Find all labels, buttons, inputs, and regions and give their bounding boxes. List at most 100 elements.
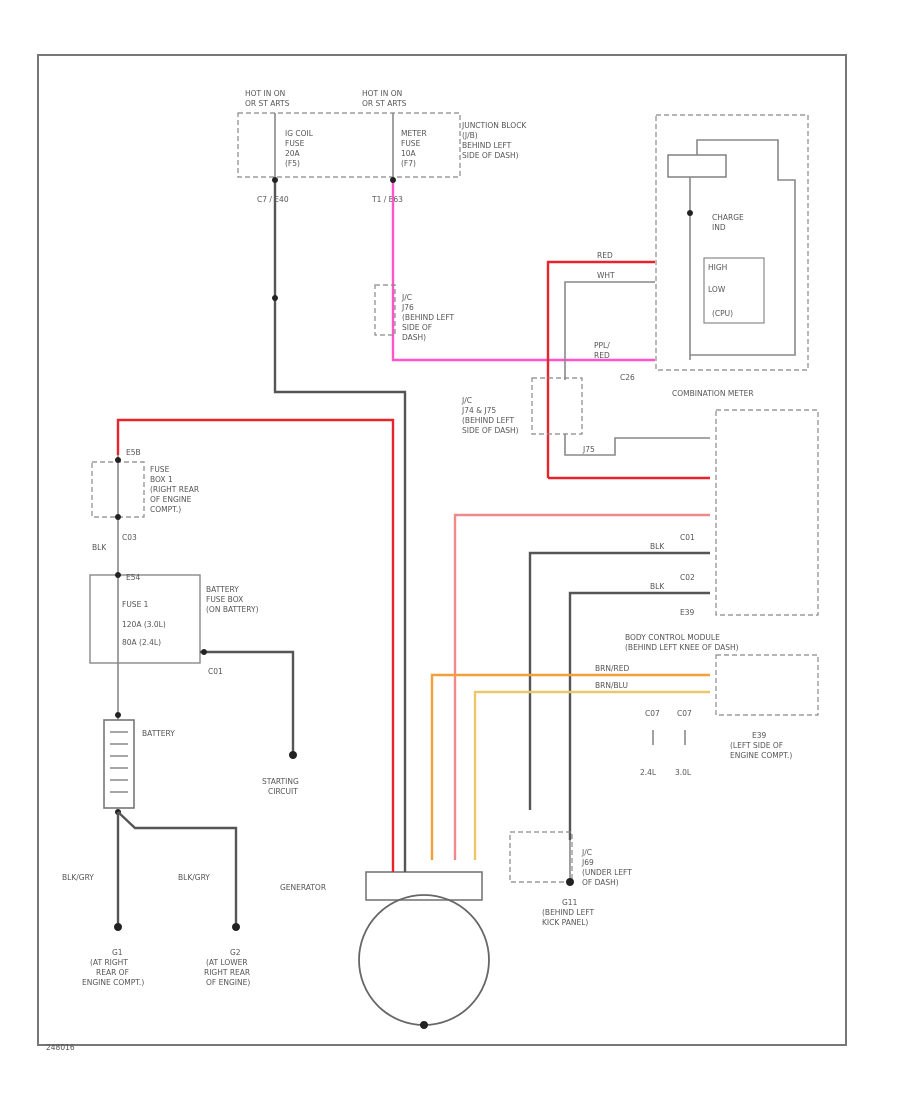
meter-cpu-box (703, 257, 765, 324)
meter-fuse-label-c: 10A (401, 149, 417, 158)
jc-j76-label-b: J76 (401, 303, 414, 312)
generator-ground-node (420, 1021, 428, 1029)
fuse1-label: FUSE 1 (122, 600, 149, 609)
blk-wire-c01 (528, 551, 710, 810)
battery-fuse-box-label-c: (ON BATTERY) (206, 605, 259, 614)
meter-node (687, 210, 693, 216)
hot-label-2: HOT IN ON (362, 89, 402, 98)
jc-j69-outline (509, 831, 573, 883)
junction-block-label-b: (J/B) (462, 131, 478, 140)
blkgry-1-label: BLK/GRY (62, 873, 94, 882)
blk-wire-c02 (568, 591, 710, 840)
g11-label-c: KICK PANEL) (542, 918, 588, 927)
combination-meter-label: COMBINATION METER (672, 389, 754, 398)
generator-label: GENERATOR (280, 883, 326, 892)
wire-ppl-label-b: RED (594, 351, 610, 360)
g2-label-c: RIGHT REAR (204, 968, 250, 977)
generator-body (358, 894, 490, 1026)
jc-j76-outline (374, 284, 396, 336)
e39-label: E39 (680, 608, 695, 617)
c07a-label: C07 (645, 709, 660, 718)
g2-ground-node (232, 923, 240, 931)
battery-fuse-box-label-b: FUSE BOX (206, 595, 243, 604)
j75-label: J75 (582, 445, 595, 454)
fuse1-a-label: 120A (3.0L) (122, 620, 166, 629)
blk-main-label: BLK (92, 543, 107, 552)
igcoil-fuse-label-b: FUSE (285, 139, 305, 148)
fuse-box1-label-b: BOX 1 (150, 475, 173, 484)
e39b-label-c: ENGINE COMPT.) (730, 751, 792, 760)
g11-label-b: (BEHIND LEFT (542, 908, 595, 917)
meter-fuse-label-d: (F7) (401, 159, 416, 168)
battery-fuse-box-outline (89, 574, 201, 664)
blkgry-2-label: BLK/GRY (178, 873, 210, 882)
battery-fuse-box-label: BATTERY (206, 585, 239, 594)
fuse-box1-label-d: OF ENGINE (150, 495, 192, 504)
hot-label-2b: OR ST ARTS (362, 99, 407, 108)
bcm-outline (715, 409, 819, 616)
jc-j74-label-d: SIDE OF DASH) (462, 426, 519, 435)
jc-j74-label-c: (BEHIND LEFT (462, 416, 515, 425)
brnblu-wire (473, 690, 710, 860)
c26-label: C26 (620, 373, 635, 382)
junction-block-label: JUNCTION BLOCK (461, 121, 527, 130)
brnred-label: BRN/RED (595, 664, 629, 673)
jc-j69-label: J/C (581, 848, 592, 857)
jc-j76-label-e: DASH) (402, 333, 426, 342)
high-label: HIGH (708, 263, 727, 272)
e39b-label: E39 (752, 731, 767, 740)
cpu-label: (CPU) (712, 309, 733, 318)
igcoil-wire (273, 180, 407, 860)
low-label: LOW (708, 285, 726, 294)
l24-label: 2.4L (640, 768, 657, 777)
jc-j69-label-c: (UNDER LEFT (582, 868, 632, 877)
g2-label-b: (AT LOWER (206, 958, 248, 967)
red-battery-wire (116, 418, 395, 860)
connector-right-label: T1 / E63 (371, 195, 403, 204)
battery-cells (110, 731, 128, 793)
jc-j69-label-d: OF DASH) (582, 878, 619, 887)
battery-label: BATTERY (142, 729, 175, 738)
battery-positive-node (115, 712, 121, 718)
igcoil-node (272, 177, 278, 183)
fuse-box1-label-c: (RIGHT REAR (150, 485, 199, 494)
fuse1-b-label: 80A (2.4L) (122, 638, 161, 647)
starting-label: STARTING (262, 777, 299, 786)
g2-label: G2 (230, 948, 241, 957)
c03-label: C03 (122, 533, 137, 542)
c01b-label: C01 (208, 667, 223, 676)
blk-a-label: BLK (650, 542, 665, 551)
junction-block-outline (237, 112, 461, 178)
battery-fuse-node (115, 572, 121, 578)
fuse-box1-label-e: COMPT.) (150, 505, 181, 514)
jc-j76-label-d: SIDE OF (402, 323, 432, 332)
jc-j74-label: J/C (461, 396, 472, 405)
starting-circuit-wire (200, 650, 295, 755)
connector-left-label: C7 / E40 (257, 195, 289, 204)
red-wire-meter (546, 260, 655, 478)
wht-wire-bcm (564, 434, 710, 456)
c07b-label: C07 (677, 709, 692, 718)
meter-internal-line (690, 139, 796, 356)
wire-wht-label: WHT (597, 271, 615, 280)
wire-red-label: RED (597, 251, 613, 260)
ground-g2-wire (117, 811, 238, 925)
jc-j76-label-c: (BEHIND LEFT (402, 313, 455, 322)
starting-circuit-node (289, 751, 297, 759)
g1-label: G1 (112, 948, 123, 957)
l30-label: 3.0L (675, 768, 692, 777)
igcoil-fuse-label-d: (F5) (285, 159, 300, 168)
battery-body (103, 719, 135, 809)
brnred-wire (430, 673, 710, 860)
e39b-label-b: (LEFT SIDE OF (730, 741, 783, 750)
meter-gauge-box (667, 154, 727, 178)
fuse-box1-label: FUSE (150, 465, 170, 474)
combination-meter-outline (655, 114, 809, 371)
charge-ind-label-b: IND (712, 223, 726, 232)
g1-label-d: ENGINE COMPT.) (82, 978, 144, 987)
jc-j69-label-b: J69 (581, 858, 594, 867)
c02-label: C02 (680, 573, 695, 582)
e5-label: E5B (126, 448, 141, 457)
